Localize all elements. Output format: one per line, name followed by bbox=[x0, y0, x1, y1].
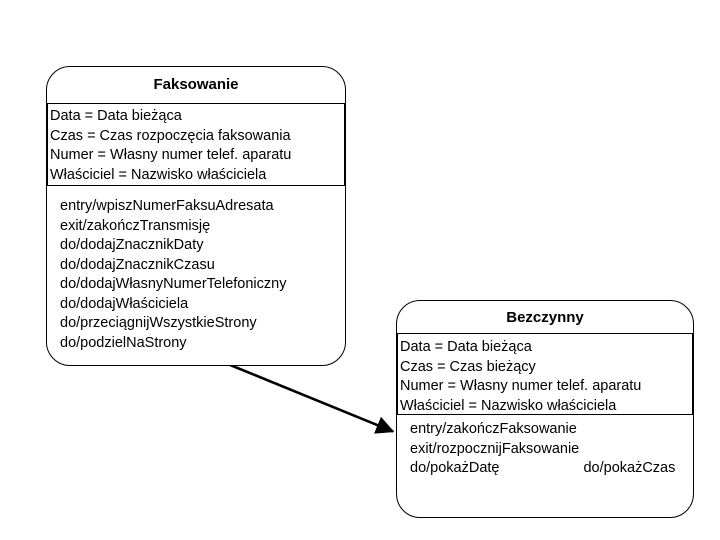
attribute-line: Data = Data bieżąca bbox=[400, 339, 532, 355]
action-line-pair: do/pokażDatę do/pokażCzas bbox=[397, 459, 693, 479]
attribute-line: Właściciel = Nazwisko właściciela bbox=[50, 166, 267, 183]
state-faksowanie-attributes: Data = Data bieżąca Czas = Czas rozpoczę… bbox=[47, 103, 345, 185]
state-faksowanie[interactable]: Faksowanie Data = Data bieżąca Czas = Cz… bbox=[46, 66, 346, 366]
attribute-line: Właściciel = Nazwisko właściciela bbox=[400, 397, 617, 414]
action-line: do/przeciągnijWszystkieStrony bbox=[60, 315, 257, 331]
attribute-line: Numer = Własny numer telef. aparatu bbox=[50, 147, 292, 163]
action-line: do/podzielNaStrony bbox=[60, 334, 187, 351]
attribute-line: Czas = Czas rozpoczęcia faksowania bbox=[50, 127, 291, 144]
action-do-show-time: do/pokażCzas bbox=[583, 460, 676, 476]
state-bezczynny-attributes: Data = Data bieżąca Czas = Czas bieżący … bbox=[397, 333, 693, 414]
state-faksowanie-actions: entry/wpiszNumerFaksuAdresata exit/zakoń… bbox=[47, 185, 345, 353]
action-do-show-date: do/pokażDatę bbox=[410, 460, 500, 476]
attribute-line: Numer = Własny numer telef. aparatu bbox=[400, 378, 642, 394]
state-bezczynny-title: Bezczynny bbox=[506, 309, 584, 326]
action-line: do/dodajZnacznikDaty bbox=[60, 237, 204, 253]
action-line: do/dodajWłaściciela bbox=[60, 295, 189, 312]
action-line: exit/rozpocznijFaksowanie bbox=[410, 440, 580, 457]
action-line: entry/zakończFaksowanie bbox=[410, 421, 577, 437]
state-bezczynny[interactable]: Bezczynny Data = Data bieżąca Czas = Cza… bbox=[396, 300, 694, 518]
attribute-line: Czas = Czas bieżący bbox=[400, 358, 536, 375]
state-faksowanie-title: Faksowanie bbox=[153, 76, 239, 93]
action-line: entry/wpiszNumerFaksuAdresata bbox=[60, 198, 274, 214]
state-bezczynny-actions: entry/zakończFaksowanie exit/rozpocznijF… bbox=[397, 414, 693, 479]
attribute-line: Data = Data bieżąca bbox=[50, 108, 182, 124]
action-line: exit/zakończTransmisję bbox=[60, 217, 211, 234]
action-line: do/dodajZnacznikCzasu bbox=[60, 256, 215, 273]
transition-faksowanie-to-bezczynny[interactable] bbox=[228, 363, 395, 434]
action-line: do/dodajWłasnyNumerTelefoniczny bbox=[60, 276, 287, 292]
